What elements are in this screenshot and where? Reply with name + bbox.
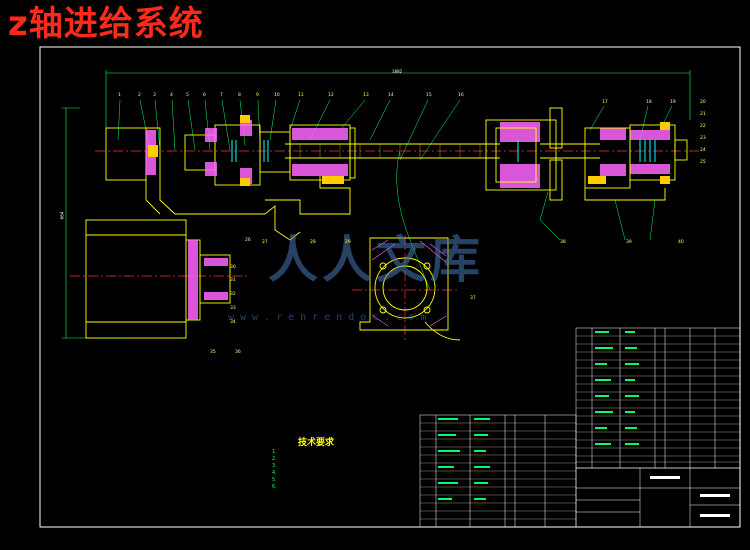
part-number-label: 21 bbox=[700, 112, 706, 117]
part-number-label: 36 bbox=[235, 350, 241, 355]
part-number-label: 28 bbox=[310, 240, 316, 245]
part-number-label: 23 bbox=[700, 136, 706, 141]
left-housing bbox=[105, 124, 301, 241]
part-number-label: 27 bbox=[262, 240, 268, 245]
part-number-label: 30 bbox=[230, 265, 236, 270]
leader-lines bbox=[117, 99, 673, 291]
bolts bbox=[148, 115, 670, 186]
watermark-url: www.renrendoc.com bbox=[228, 312, 433, 323]
servo-motor bbox=[85, 219, 231, 339]
part-number-label: 20 bbox=[700, 100, 706, 105]
part-number-label: 17 bbox=[602, 100, 608, 105]
part-number-label: 18 bbox=[646, 100, 652, 105]
ball-screw bbox=[285, 143, 600, 159]
part-number-label: 11 bbox=[298, 93, 304, 98]
part-number-label: 13 bbox=[363, 93, 369, 98]
tech-requirement-line: 1. bbox=[272, 449, 277, 455]
section-hatch bbox=[371, 239, 447, 327]
part-number-label: 3 bbox=[153, 93, 156, 98]
part-number-label: 38 bbox=[560, 240, 566, 245]
part-number-label: 7 bbox=[220, 93, 223, 98]
part-number-label: 16 bbox=[458, 93, 464, 98]
part-number-label: 9 bbox=[256, 93, 259, 98]
watermark-logo: 人人文库 bbox=[268, 231, 484, 289]
section-view bbox=[359, 237, 461, 341]
tech-requirement-line: 6. bbox=[272, 484, 277, 490]
tech-requirements-heading: 技术要求 bbox=[298, 438, 335, 448]
part-number-label: 4 bbox=[170, 93, 173, 98]
tech-requirement-line: 3. bbox=[272, 463, 277, 469]
part-number-label: 31 bbox=[230, 278, 236, 283]
part-number-label: 8 bbox=[238, 93, 241, 98]
part-number-label: 29 bbox=[345, 240, 351, 245]
part-number-label: 6 bbox=[203, 93, 206, 98]
tech-requirement-line: 4. bbox=[272, 470, 277, 476]
part-number-label: 19 bbox=[670, 100, 676, 105]
drawing-title: z轴进给系统 bbox=[8, 4, 204, 44]
part-number-label: 32 bbox=[230, 292, 236, 297]
part-number-label: 22 bbox=[700, 124, 706, 129]
part-number-label: 2 bbox=[138, 93, 141, 98]
drawing-frame bbox=[39, 46, 741, 528]
right-support bbox=[584, 124, 688, 201]
total-length-dimension: 1882 bbox=[392, 69, 403, 74]
title-block bbox=[575, 467, 741, 528]
part-number-label: 34 bbox=[230, 320, 236, 325]
part-number-label: 39 bbox=[626, 240, 632, 245]
part-number-label: 35 bbox=[210, 350, 216, 355]
part-number-label: 14 bbox=[388, 93, 394, 98]
middle-housing bbox=[265, 124, 356, 215]
screw-thread bbox=[299, 144, 481, 158]
part-number-label: 12 bbox=[328, 93, 334, 98]
part-number-label: 37 bbox=[470, 296, 476, 301]
parts-list-rows bbox=[576, 335, 740, 463]
height-dimension: 664 bbox=[59, 211, 65, 220]
part-number-label: 5 bbox=[186, 93, 189, 98]
part-number-label: 15 bbox=[426, 93, 432, 98]
bearing-marks bbox=[231, 140, 656, 162]
part-number-label: 24 bbox=[700, 148, 706, 153]
tech-requirement-line: 2. bbox=[272, 456, 277, 462]
motor-hatch bbox=[188, 240, 228, 320]
part-number-label: 10 bbox=[274, 93, 280, 98]
part-number-label: 1 bbox=[118, 93, 121, 98]
parts-list-lower-rows bbox=[420, 422, 576, 520]
part-number-label: 33 bbox=[230, 306, 236, 311]
tech-requirement-line: 5. bbox=[272, 477, 277, 483]
part-number-label: 26 bbox=[245, 238, 251, 243]
part-number-label: 40 bbox=[678, 240, 684, 245]
nut-housing bbox=[485, 107, 563, 201]
part-number-label: 25 bbox=[700, 160, 706, 165]
table-text-marks bbox=[438, 331, 730, 517]
